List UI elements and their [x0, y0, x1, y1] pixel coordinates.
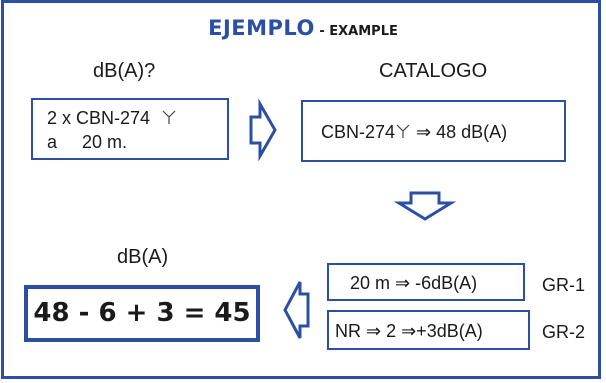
result-box: 48 - 6 + 3 = 45 [24, 285, 260, 342]
result-label: dB(A) [117, 246, 169, 268]
step2-text: NR ⇒ 2 ⇒+3dB(A) [335, 321, 483, 341]
diagram-title: EJEMPLO - EXAMPLE [0, 16, 606, 40]
arrow-down-icon [393, 191, 457, 221]
diagram-frame [1, 0, 601, 379]
question-label: dB(A)? [93, 60, 156, 82]
title-main: EJEMPLO [208, 16, 315, 40]
speaker-symbol-icon [162, 110, 176, 124]
result-equation: 48 - 6 + 3 = 45 [33, 298, 251, 328]
step2-box: NR ⇒ 2 ⇒+3dB(A) [327, 310, 530, 350]
arrow-right-icon [249, 98, 277, 162]
catalog-box: CBN-274 ⇒ 48 dB(A) [301, 100, 566, 162]
input-box: 2 x CBN-274 a 20 m. [31, 98, 229, 160]
speaker-symbol-icon [396, 124, 410, 138]
input-line-2: a 20 m. [47, 132, 128, 152]
catalog-label: CATALOGO [379, 60, 488, 82]
catalog-text: CBN-274 ⇒ 48 dB(A) [321, 122, 508, 142]
step1-tag: GR-1 [542, 275, 586, 295]
step2-tag: GR-2 [542, 322, 586, 342]
step1-box: 20 m ⇒ -6dB(A) [327, 263, 525, 301]
input-line-1: 2 x CBN-274 [47, 108, 176, 129]
arrow-left-icon [283, 281, 310, 339]
step1-text: 20 m ⇒ -6dB(A) [350, 273, 478, 293]
title-sub: - EXAMPLE [319, 24, 398, 39]
